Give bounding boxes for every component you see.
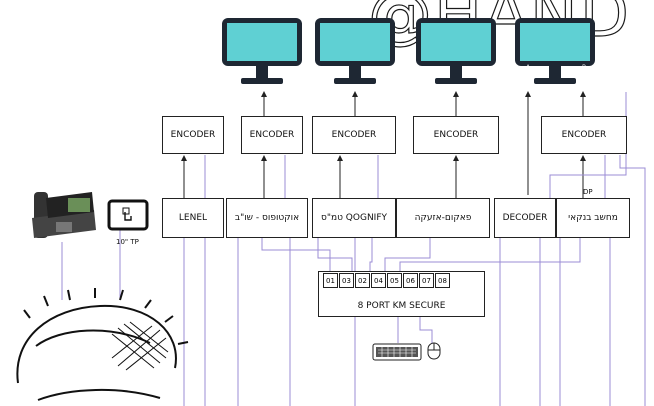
monitor-2 <box>315 18 395 84</box>
km-port: 02 <box>355 273 370 288</box>
monitor-port-b: B <box>582 64 587 71</box>
km-port: 03 <box>339 273 354 288</box>
source-to-encoder-arrows <box>181 155 586 198</box>
monitor-3 <box>416 18 496 84</box>
encoder-box: ENCODER <box>312 116 396 154</box>
km-port: 04 <box>371 273 386 288</box>
km-port: 01 <box>323 273 338 288</box>
encoder-box: ENCODER <box>162 116 224 154</box>
bank-port-label: DP <box>583 188 593 196</box>
source-fire-alarm: פאקום-אזעקה <box>396 198 490 238</box>
monitor-1 <box>222 18 302 84</box>
decoder-box: DECODER <box>494 198 556 238</box>
source-lenel: LENEL <box>162 198 224 238</box>
touch-panel-icon <box>107 199 149 231</box>
km-port: 05 <box>387 273 402 288</box>
source-qognify: QOGNIFY טמ"ס <box>312 198 396 238</box>
mouse-icon <box>427 342 441 360</box>
monitor-port-a: A <box>526 64 531 71</box>
source-octopus: אוקטופוס - שו"ב <box>226 198 308 238</box>
keyboard-icon <box>372 343 422 361</box>
encoder-box: ENCODER <box>241 116 303 154</box>
encoder-box: ENCODER <box>541 116 627 154</box>
km-port: 08 <box>435 273 450 288</box>
encoder-box: ENCODER <box>413 116 499 154</box>
touch-panel-label: 10" TP <box>116 238 139 246</box>
ip-phone-icon <box>32 192 96 238</box>
km-port: 06 <box>403 273 418 288</box>
usb-cables <box>61 155 646 406</box>
encoder-to-monitor-arrows <box>261 91 586 195</box>
monitor-4 <box>515 18 595 84</box>
source-bank-computer: מחשב בנקאי <box>556 198 630 238</box>
km-port: 07 <box>419 273 434 288</box>
sketch-illustration <box>16 288 189 401</box>
